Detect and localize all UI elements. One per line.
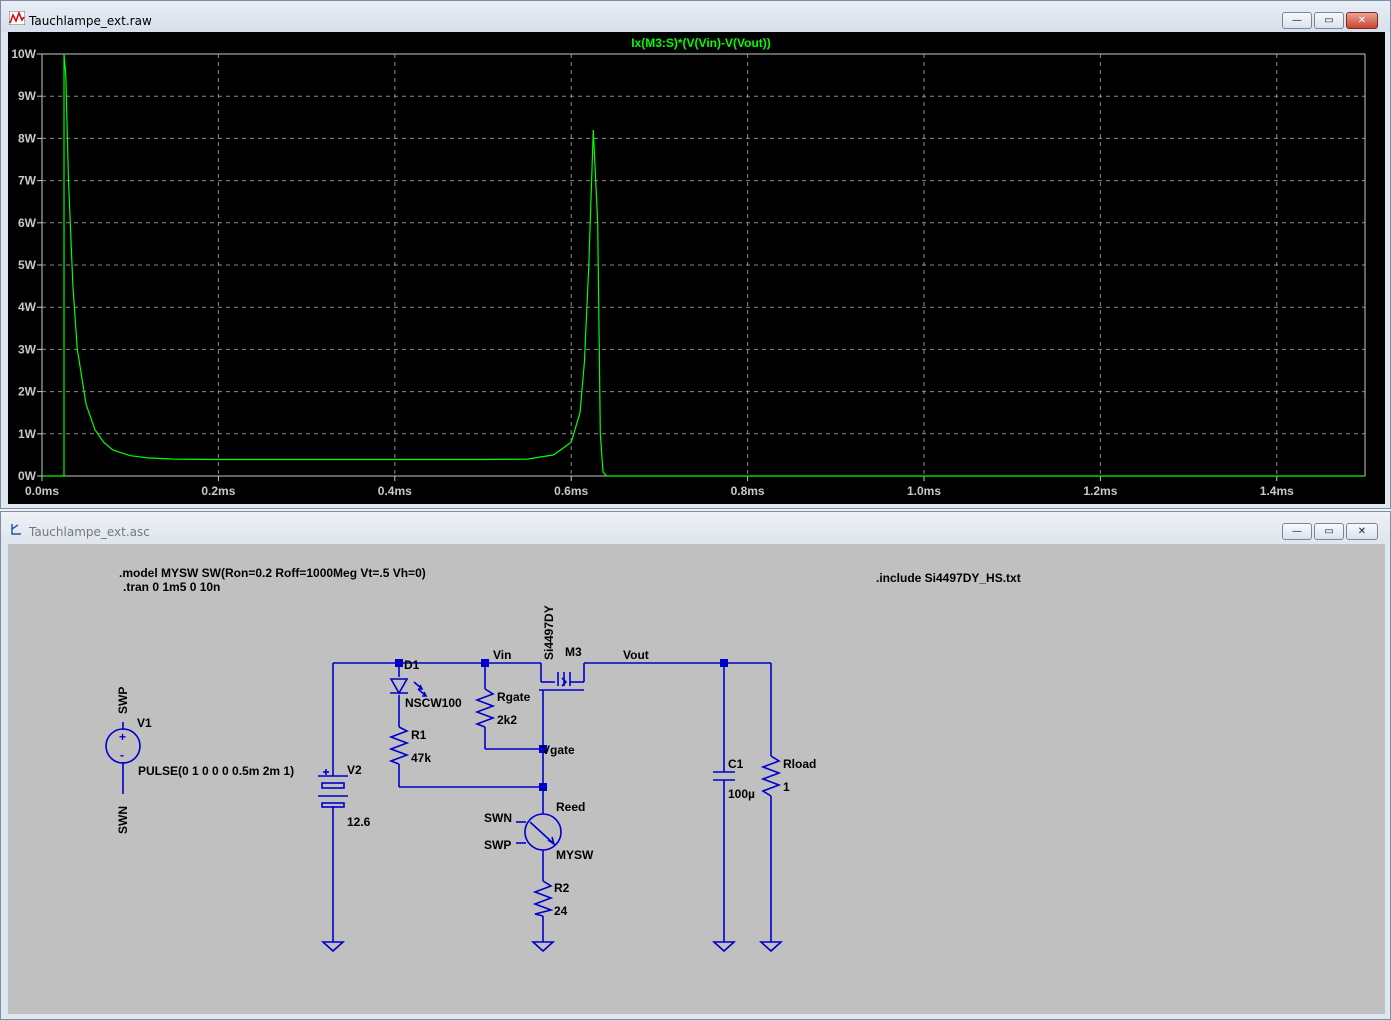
waveform-app-icon — [9, 11, 25, 25]
junction-dots — [395, 659, 728, 791]
y-tick-label: 8W — [18, 131, 37, 145]
m3-name[interactable]: M3 — [565, 645, 582, 659]
plot-frame — [41, 53, 1366, 477]
x-tick-label: 0.2ms — [201, 484, 235, 498]
y-axis-ticks: 10W 9W 8W 7W 6W 5W 4W 3W 2W 1W 0W — [11, 47, 42, 483]
c1-name[interactable]: C1 — [728, 757, 744, 771]
x-tick-label: 0.8ms — [731, 484, 765, 498]
trace-layer — [42, 53, 1365, 477]
rload-name[interactable]: Rload — [783, 757, 816, 771]
v1-name[interactable]: V1 — [137, 716, 152, 730]
tran-directive[interactable]: .tran 0 1m5 0 10n — [123, 580, 220, 594]
maximize-button[interactable]: ▭ — [1314, 12, 1344, 29]
x-tick-label: 1.4ms — [1260, 484, 1294, 498]
y-tick-label: 5W — [18, 258, 37, 272]
waveform-plot[interactable]: Ix(M3:S)*(V(Vin)-V(Vout)) 10W 9W 8W 7W 6W 5W 4… — [8, 32, 1385, 504]
schematic-window[interactable]: Tauchlampe_ext.asc — ▭ ✕ .model MYSW SW(… — [0, 511, 1391, 1020]
rload-resistor-symbol[interactable] — [760, 755, 782, 797]
y-tick-label: 1W — [18, 427, 37, 441]
d1-name[interactable]: D1 — [404, 658, 420, 672]
v1-value[interactable]: PULSE(0 1 0 0 0 0.5m 2m 1) — [138, 764, 294, 778]
waveform-window-title: Tauchlampe_ext.raw — [29, 14, 152, 28]
trace-series[interactable] — [42, 53, 1365, 477]
plot-grid — [42, 54, 1365, 476]
close-icon: ✕ — [1357, 15, 1367, 26]
schematic-window-controls: — ▭ ✕ — [1282, 523, 1378, 541]
x-tick-label: 1.2ms — [1083, 484, 1117, 498]
minimize-button[interactable]: — — [1282, 12, 1312, 29]
y-tick-label: 9W — [18, 89, 37, 103]
maximize-icon: ▭ — [1324, 526, 1334, 537]
v1-minus-net[interactable]: SWN — [116, 806, 130, 834]
y-tick-label: 4W — [18, 300, 37, 314]
reed-ctrl-p[interactable]: SWP — [484, 838, 511, 852]
net-label-vgate[interactable]: Vgate — [542, 743, 575, 757]
minimize-button[interactable]: — — [1282, 523, 1312, 540]
schematic-drawing[interactable]: .model MYSW SW(Ron=0.2 Roff=1000Meg Vt=.… — [8, 544, 1385, 1014]
x-tick-label: 0.4ms — [378, 484, 412, 498]
v1-source-symbol[interactable]: + - — [105, 728, 141, 764]
x-axis-ticks: 0.0ms 0.2ms 0.4ms 0.6ms 0.8ms 1.0ms 1.2ms 1.4ms — [25, 476, 1294, 498]
x-tick-label: 0.0ms — [25, 484, 59, 498]
rgate-value[interactable]: 2k2 — [497, 713, 517, 727]
ground-symbols — [320, 941, 784, 953]
close-icon: ✕ — [1357, 526, 1367, 537]
c1-value[interactable]: 100µ — [728, 787, 755, 801]
r2-value[interactable]: 24 — [554, 904, 568, 918]
reed-name[interactable]: Reed — [556, 800, 585, 814]
r1-resistor-symbol[interactable] — [388, 726, 410, 765]
model-directive[interactable]: .model MYSW SW(Ron=0.2 Roff=1000Meg Vt=.… — [119, 566, 426, 580]
rgate-resistor-symbol[interactable] — [474, 688, 496, 728]
minimize-icon: — — [1292, 526, 1302, 537]
x-tick-label: 0.6ms — [554, 484, 588, 498]
r1-name[interactable]: R1 — [411, 728, 427, 742]
close-button[interactable]: ✕ — [1346, 12, 1378, 29]
svg-text:+: + — [119, 730, 126, 744]
reed-switch-symbol[interactable] — [516, 813, 562, 851]
y-tick-label: 7W — [18, 174, 37, 188]
schematic-app-icon — [11, 524, 21, 535]
y-tick-label: 0W — [18, 469, 37, 483]
schematic-titlebar[interactable]: Tauchlampe_ext.asc — ▭ ✕ — [1, 512, 1390, 543]
m3-value[interactable]: Si4497DY — [542, 605, 556, 660]
reed-value[interactable]: MYSW — [556, 848, 594, 862]
r2-resistor-symbol[interactable] — [532, 880, 554, 917]
plot-pane[interactable]: Ix(M3:S)*(V(Vin)-V(Vout)) 10W 9W 8W 7W 6W 5W 4… — [8, 32, 1385, 504]
v2-value[interactable]: 12.6 — [347, 815, 371, 829]
waveform-titlebar[interactable]: Tauchlampe_ext.raw — ▭ ✕ — [1, 1, 1390, 32]
v2-name[interactable]: V2 — [347, 763, 362, 777]
y-tick-label: 6W — [18, 216, 37, 230]
maximize-icon: ▭ — [1324, 15, 1334, 26]
reed-ctrl-n[interactable]: SWN — [484, 811, 512, 825]
wires — [122, 662, 772, 942]
svg-text:-: - — [120, 748, 124, 762]
net-label-vin[interactable]: Vin — [493, 648, 511, 662]
waveform-window-controls: — ▭ ✕ — [1282, 12, 1378, 30]
y-tick-label: 2W — [18, 385, 37, 399]
rgate-name[interactable]: Rgate — [497, 690, 531, 704]
rload-value[interactable]: 1 — [783, 780, 790, 794]
d1-value[interactable]: NSCW100 — [405, 696, 462, 710]
m3-mosfet-symbol[interactable] — [539, 663, 585, 691]
trace-label[interactable]: Ix(M3:S)*(V(Vin)-V(Vout)) — [631, 36, 771, 50]
y-tick-label: 10W — [11, 47, 36, 61]
close-button[interactable]: ✕ — [1346, 523, 1378, 540]
net-label-vout[interactable]: Vout — [623, 648, 649, 662]
minimize-icon: — — [1292, 15, 1302, 26]
r2-name[interactable]: R2 — [554, 881, 570, 895]
y-tick-label: 3W — [18, 342, 37, 356]
v1-plus-net[interactable]: SWP — [116, 687, 130, 714]
c1-capacitor-symbol[interactable] — [713, 771, 735, 781]
r1-value[interactable]: 47k — [411, 751, 431, 765]
waveform-window[interactable]: Tauchlampe_ext.raw — ▭ ✕ Ix(M3:S)*(V(Vin… — [0, 0, 1391, 509]
maximize-button[interactable]: ▭ — [1314, 523, 1344, 540]
v2-battery-symbol[interactable] — [318, 769, 348, 808]
schematic-canvas[interactable]: .model MYSW SW(Ron=0.2 Roff=1000Meg Vt=.… — [8, 544, 1385, 1014]
schematic-window-title: Tauchlampe_ext.asc — [29, 525, 150, 539]
x-tick-label: 1.0ms — [907, 484, 941, 498]
d1-led-symbol[interactable] — [389, 678, 428, 697]
include-directive[interactable]: .include Si4497DY_HS.txt — [876, 571, 1021, 585]
